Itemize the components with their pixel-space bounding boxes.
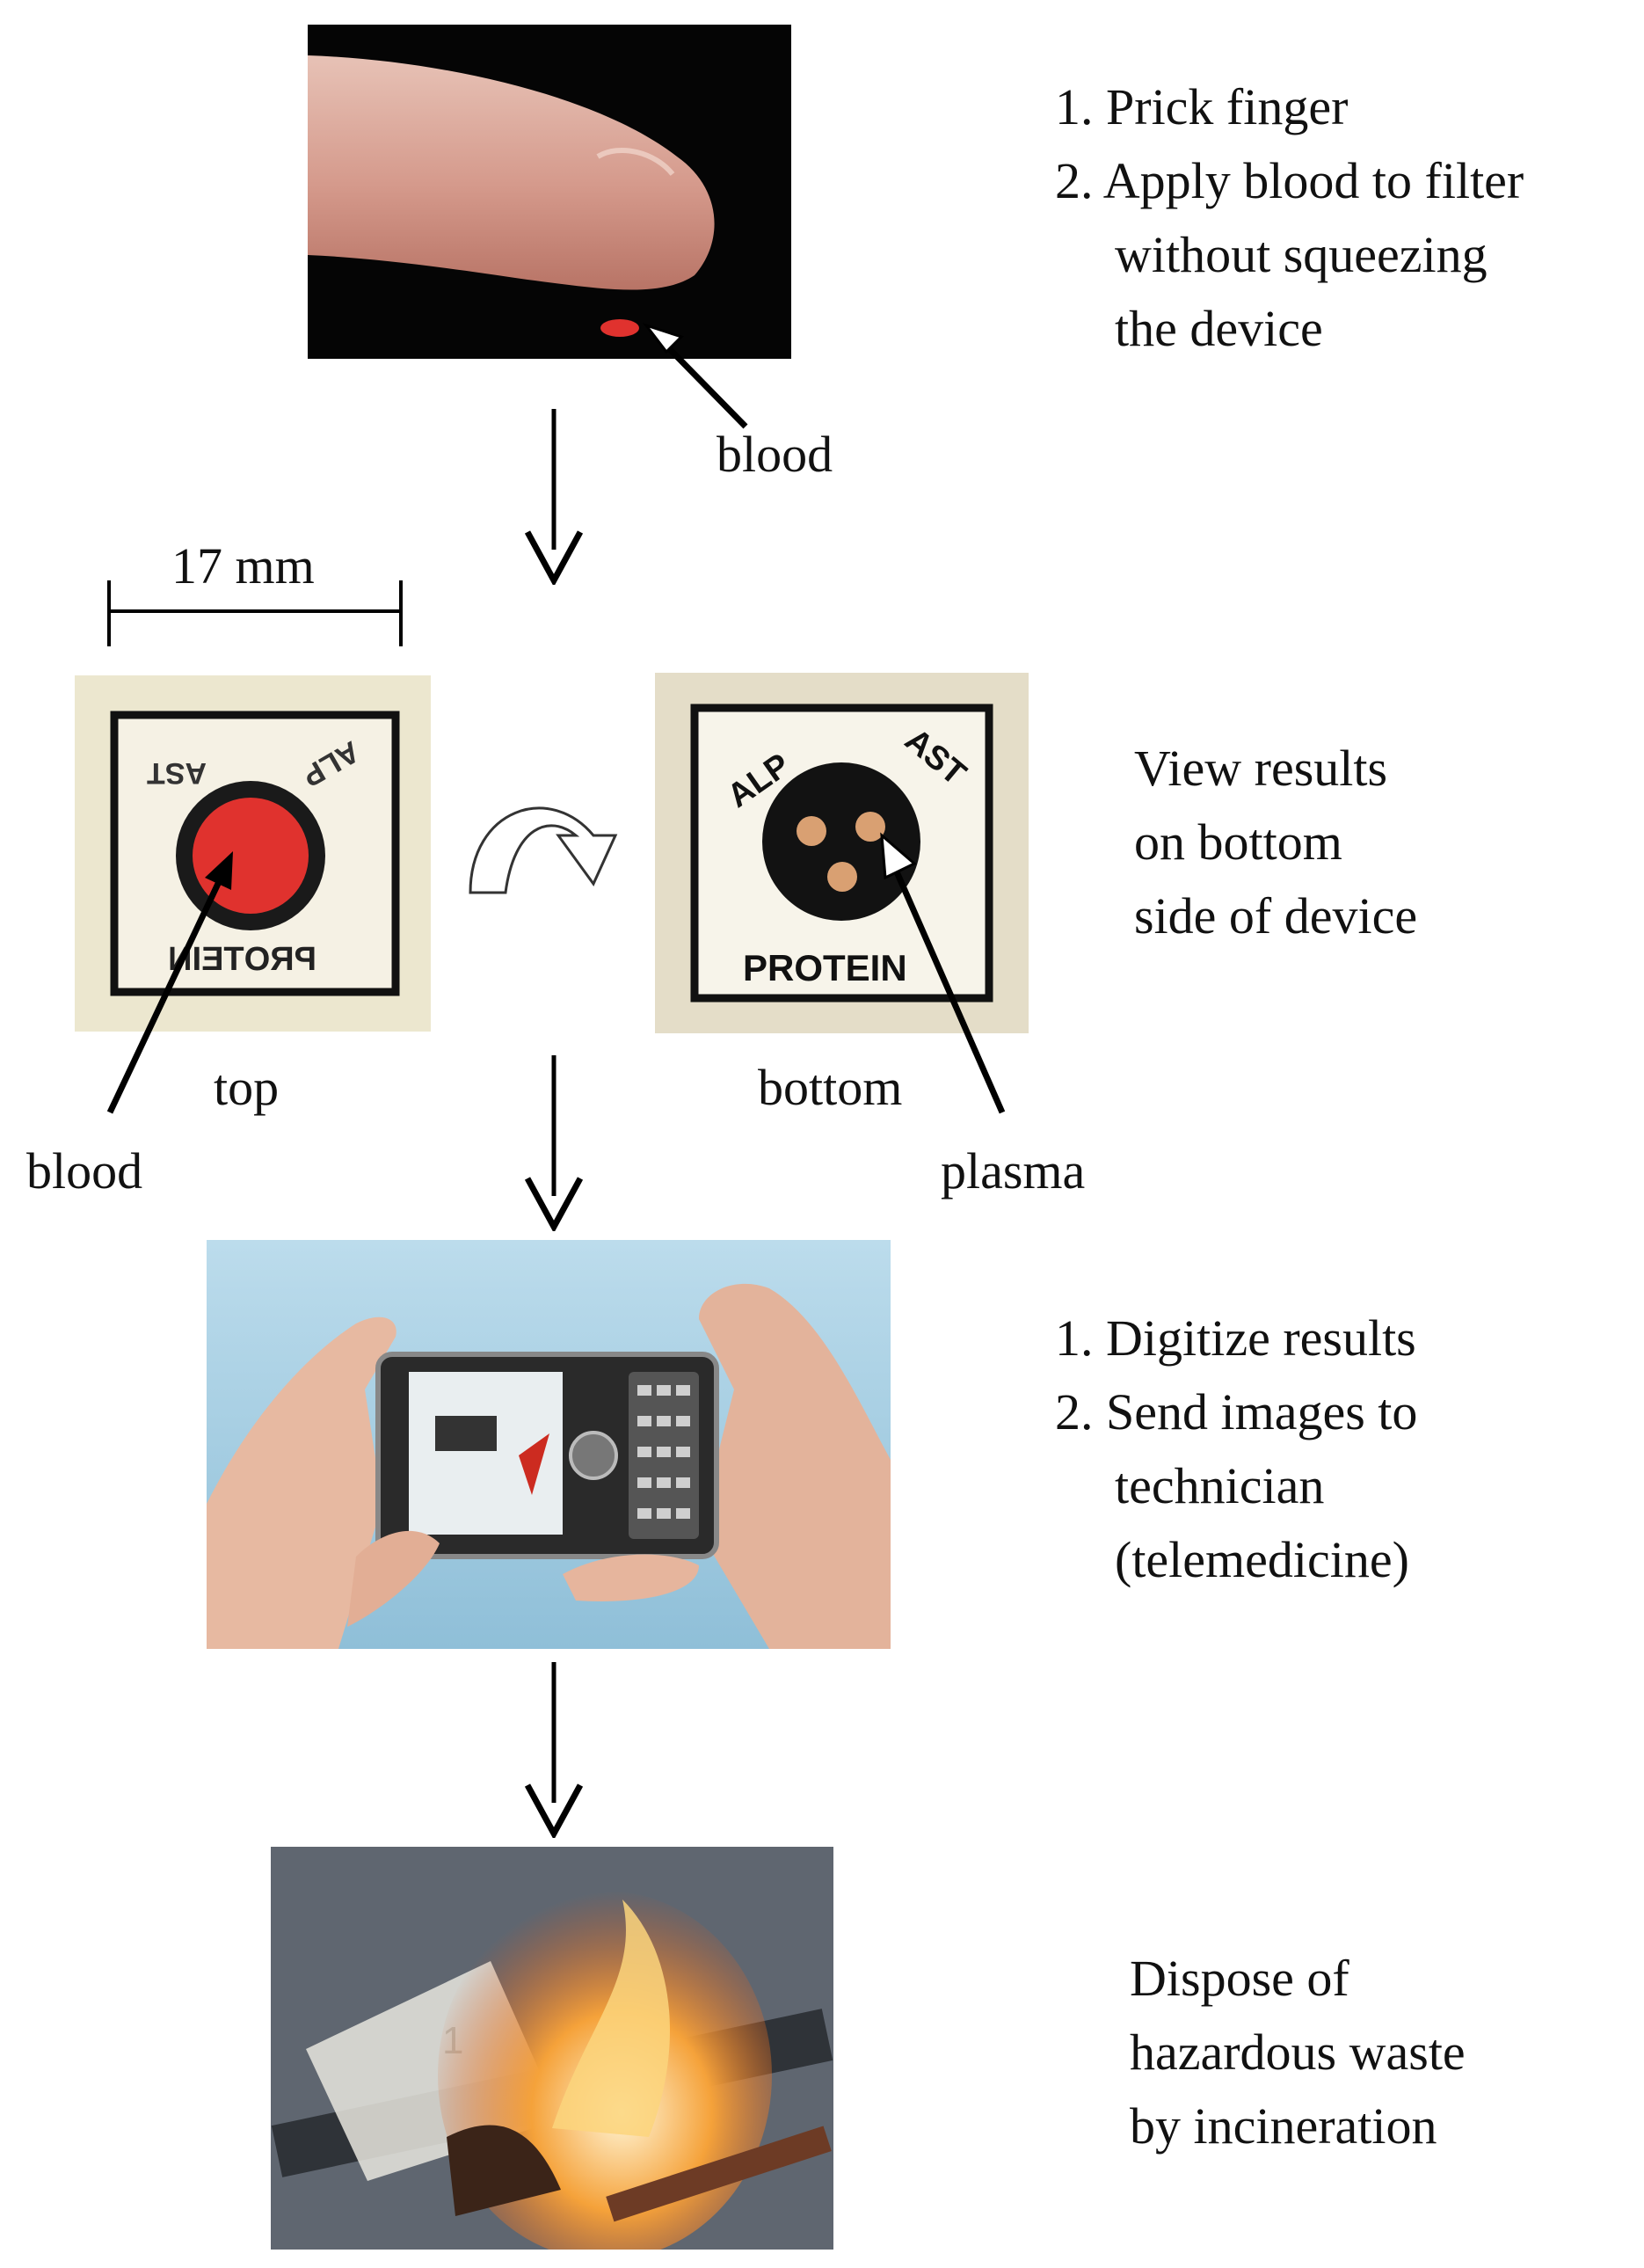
step1-line-3: without squeezing [1115,226,1488,283]
finger-photo [308,25,791,359]
phone-photo [207,1240,891,1649]
scale-label: 17 mm [171,537,315,594]
step3-line-4: (telemedicine) [1115,1531,1409,1588]
flow-arrow-2 [524,1055,584,1231]
device-top-photo: AST ALP PROTEIN [75,675,431,1032]
device-line-2: on bottom [1134,813,1342,871]
device-line-1: View results [1134,740,1388,797]
step3-instructions: 1. Digitize results 2. Send images to te… [1055,1302,1417,1597]
step3-line-1: 1. Digitize results [1055,1309,1416,1367]
scale-bar [107,580,403,646]
incineration-photo: 1 [271,1847,833,2250]
flow-arrow-3 [524,1662,584,1838]
step1-line-4: the device [1115,300,1323,357]
flip-arrow [469,806,618,894]
step1-instructions: 1. Prick finger 2. Apply blood to filter… [1055,70,1524,366]
top-blood-label: blood [26,1142,143,1200]
step4-line-1: Dispose of [1130,1950,1349,2007]
device-bottom-photo: ALP AST PROTEIN [655,673,1029,1033]
top-label: top [214,1059,280,1116]
step4-instructions: Dispose of hazardous waste by incinerati… [1130,1942,1466,2163]
step1-line-2: 2. Apply blood to filter [1055,152,1524,209]
device-instructions: View results on bottom side of device [1134,732,1417,953]
step1-line-1: 1. Prick finger [1055,78,1349,135]
device-line-3: side of device [1134,887,1418,944]
flow-arrow-1 [524,409,584,585]
top-protein-text: PROTEIN [168,941,316,978]
step3-line-2: 2. Send images to [1055,1383,1418,1440]
step4-line-3: by incineration [1130,2097,1437,2155]
top-ast-text: AST [147,756,207,790]
blood-arrow [642,323,748,429]
step3-line-3: technician [1115,1457,1325,1514]
step4-line-2: hazardous waste [1130,2024,1466,2081]
bottom-protein-text: PROTEIN [743,947,907,988]
bottom-label: bottom [758,1059,903,1116]
top-blood-arrow [106,851,233,1114]
plasma-label: plasma [941,1142,1086,1200]
plasma-arrow [880,832,1006,1114]
blood-label: blood [717,426,833,483]
